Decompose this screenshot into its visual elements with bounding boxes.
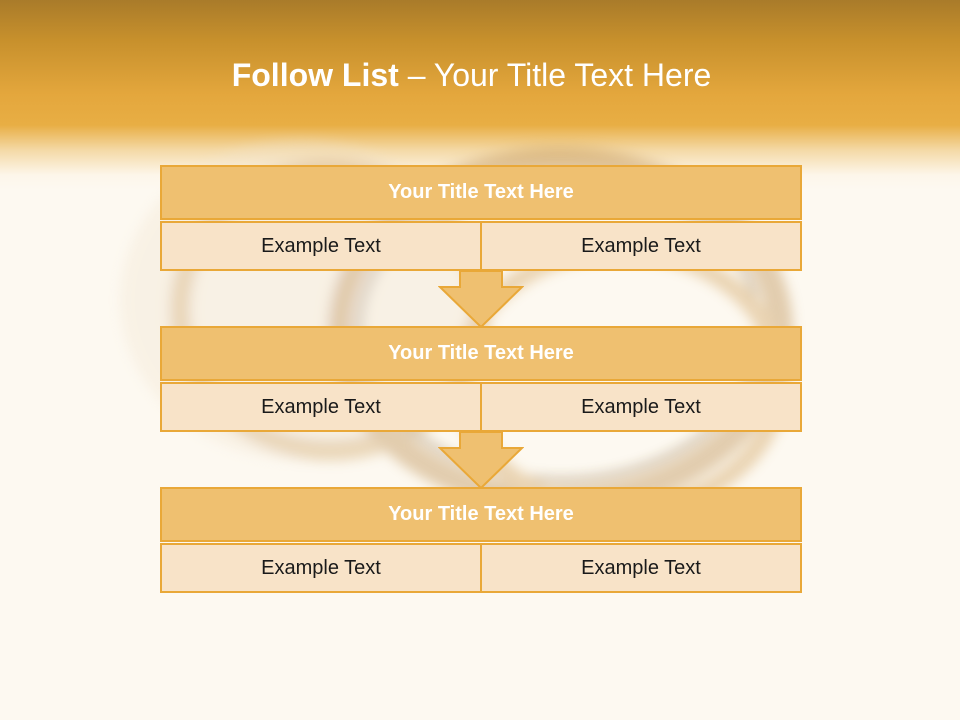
block-cell-right: Example Text: [482, 382, 802, 432]
block-row: Example Text Example Text: [160, 221, 802, 271]
block-title: Your Title Text Here: [160, 165, 802, 220]
block-cell-left: Example Text: [160, 221, 482, 271]
block-row: Example Text Example Text: [160, 543, 802, 593]
title-rest: – Your Title Text Here: [407, 57, 712, 93]
slide-title: Follow List – Your Title Text Here: [0, 55, 943, 95]
down-arrow-1: [438, 271, 524, 329]
down-arrow-2: [438, 432, 524, 490]
block-cell-left: Example Text: [160, 382, 482, 432]
block-title: Your Title Text Here: [160, 326, 802, 381]
block-cell-right: Example Text: [482, 543, 802, 593]
title-bold: Follow List: [231, 57, 399, 93]
block-cell-left: Example Text: [160, 543, 482, 593]
list-block-1: Your Title Text Here Example Text Exampl…: [160, 165, 802, 271]
block-title: Your Title Text Here: [160, 487, 802, 542]
block-cell-right: Example Text: [482, 221, 802, 271]
list-block-2: Your Title Text Here Example Text Exampl…: [160, 326, 802, 432]
list-block-3: Your Title Text Here Example Text Exampl…: [160, 487, 802, 593]
block-row: Example Text Example Text: [160, 382, 802, 432]
